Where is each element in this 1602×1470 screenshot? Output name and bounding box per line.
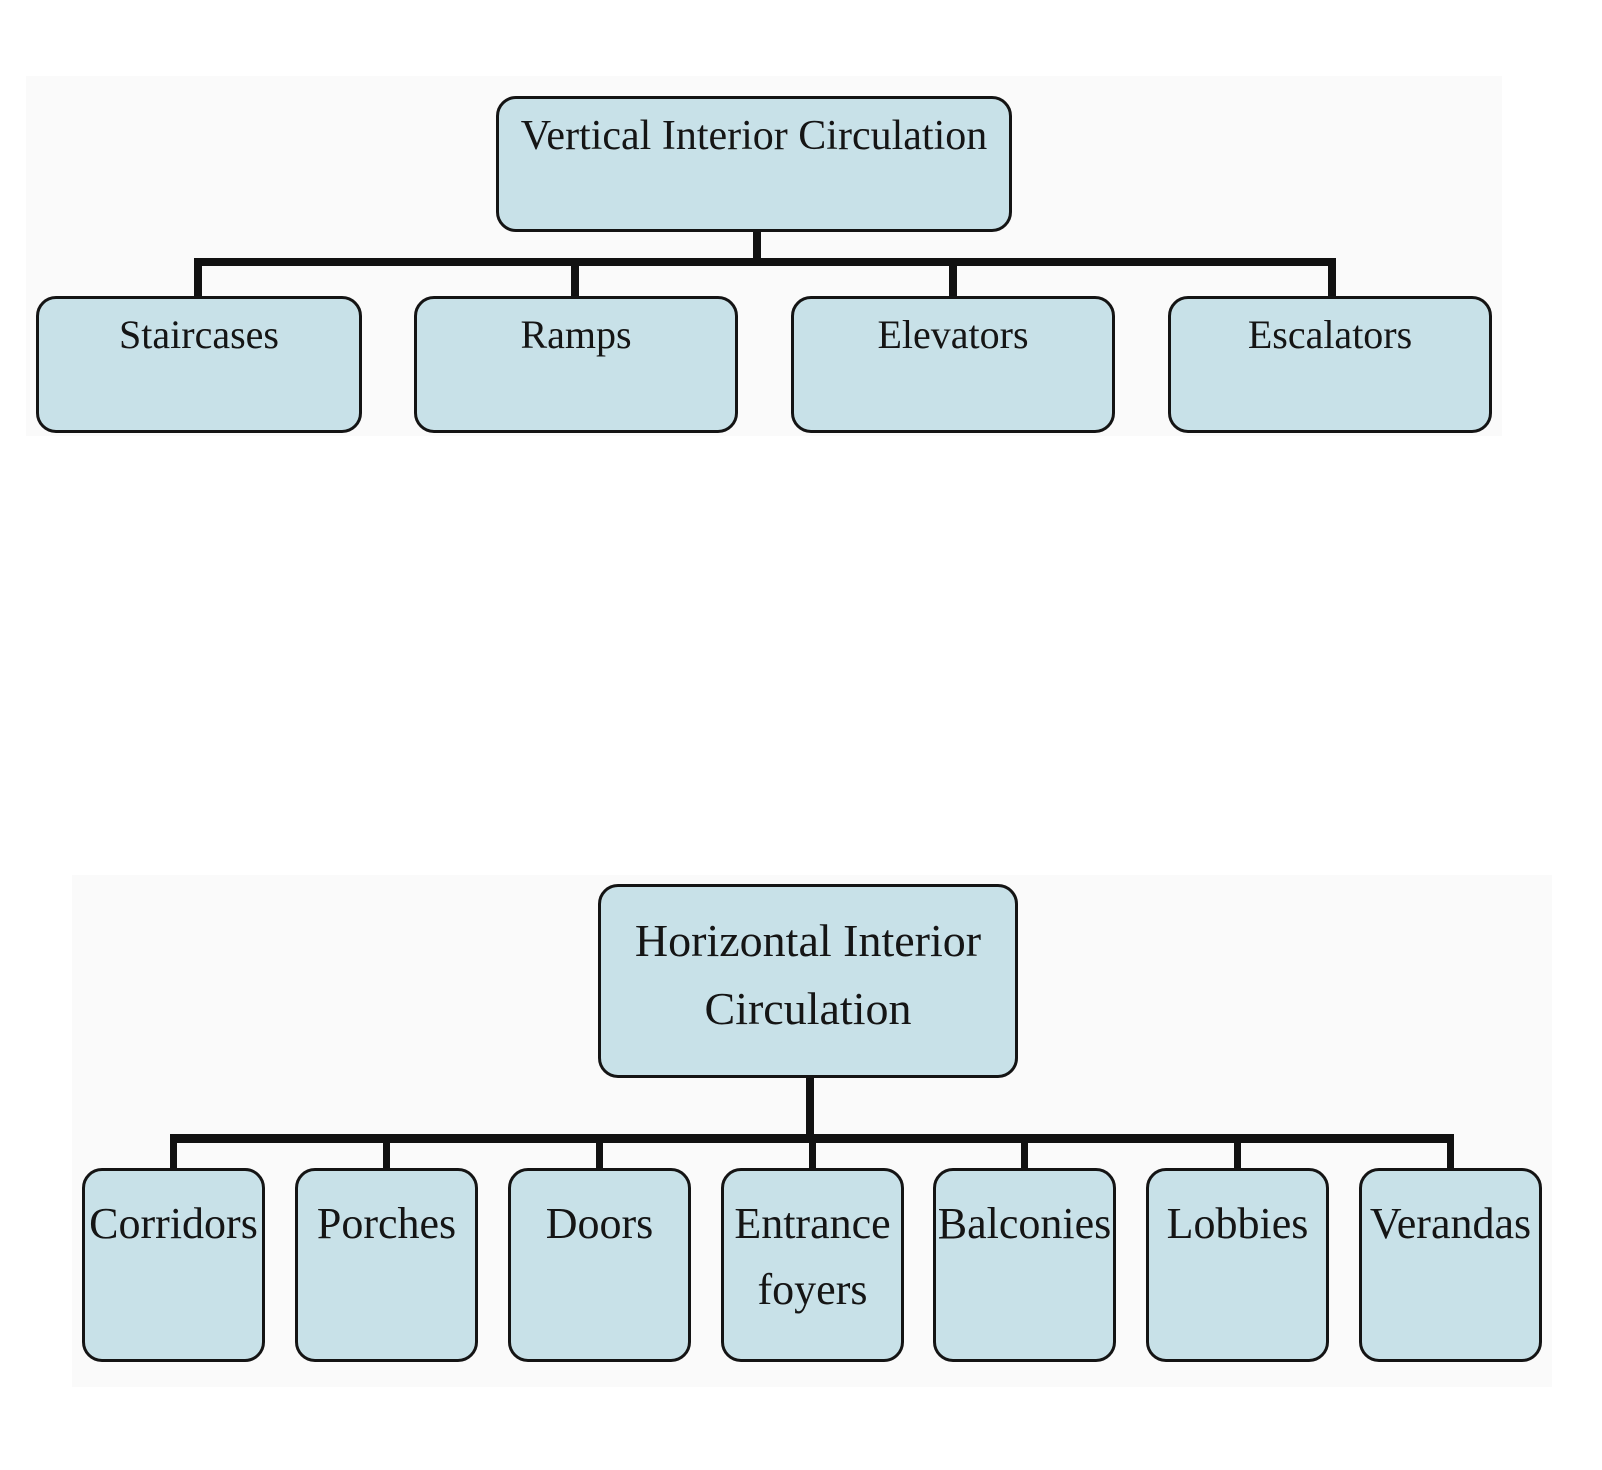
vertical-drop-staircases — [194, 258, 202, 298]
horizontal-drop-porches — [383, 1134, 390, 1170]
horizontal-node-label: Corridors — [89, 1199, 258, 1248]
vertical-node-label: Escalators — [1247, 312, 1413, 357]
vertical-drop-escalators — [1328, 258, 1336, 298]
vertical-node-elevators: Elevators — [791, 296, 1115, 433]
vertical-node-escalators: Escalators — [1168, 296, 1492, 433]
horizontal-drop-verandas — [1447, 1134, 1454, 1170]
horizontal-root-node: Horizontal Interior Circulation — [598, 884, 1018, 1078]
vertical-root-stem — [753, 232, 761, 264]
vertical-node-label: Ramps — [520, 312, 632, 357]
horizontal-node-label: Lobbies — [1166, 1199, 1309, 1248]
vertical-drop-ramps — [571, 258, 579, 298]
horizontal-node-label: Porches — [316, 1199, 457, 1248]
vertical-node-label: Elevators — [877, 312, 1029, 357]
vertical-drop-elevators — [949, 258, 957, 298]
horizontal-root-label-line-1: Horizontal Interior — [634, 915, 982, 966]
horizontal-node-label: Verandas — [1369, 1199, 1532, 1248]
horizontal-node-lobbies: Lobbies — [1146, 1168, 1329, 1362]
horizontal-root-label-line-2: Circulation — [704, 983, 912, 1035]
horizontal-node-porches: Porches — [295, 1168, 478, 1362]
horizontal-drop-doors — [596, 1134, 603, 1170]
vertical-root-label: Vertical Interior Circulation — [520, 113, 988, 159]
horizontal-node-label: Balconies — [937, 1199, 1112, 1248]
vertical-node-staircases: Staircases — [36, 296, 362, 433]
horizontal-node-doors: Doors — [508, 1168, 691, 1362]
horizontal-drop-entrance-foyers — [809, 1134, 816, 1170]
horizontal-node-entrance-foyers: Entrance foyers — [721, 1168, 904, 1362]
horizontal-node-label-line-2: foyers — [757, 1265, 868, 1314]
horizontal-root-stem — [806, 1076, 814, 1140]
horizontal-node-label-line-1: Entrance — [734, 1199, 891, 1248]
horizontal-node-verandas: Verandas — [1359, 1168, 1542, 1362]
horizontal-drop-balconies — [1021, 1134, 1028, 1170]
horizontal-drop-corridors — [170, 1134, 177, 1170]
vertical-root-node: Vertical Interior Circulation — [496, 96, 1012, 232]
horizontal-node-corridors: Corridors — [82, 1168, 265, 1362]
vertical-node-ramps: Ramps — [414, 296, 738, 433]
vertical-node-label: Staircases — [119, 312, 279, 357]
horizontal-node-label: Doors — [545, 1199, 654, 1248]
horizontal-drop-lobbies — [1234, 1134, 1241, 1170]
vertical-branch-bar — [194, 258, 1336, 266]
horizontal-node-balconies: Balconies — [933, 1168, 1116, 1362]
